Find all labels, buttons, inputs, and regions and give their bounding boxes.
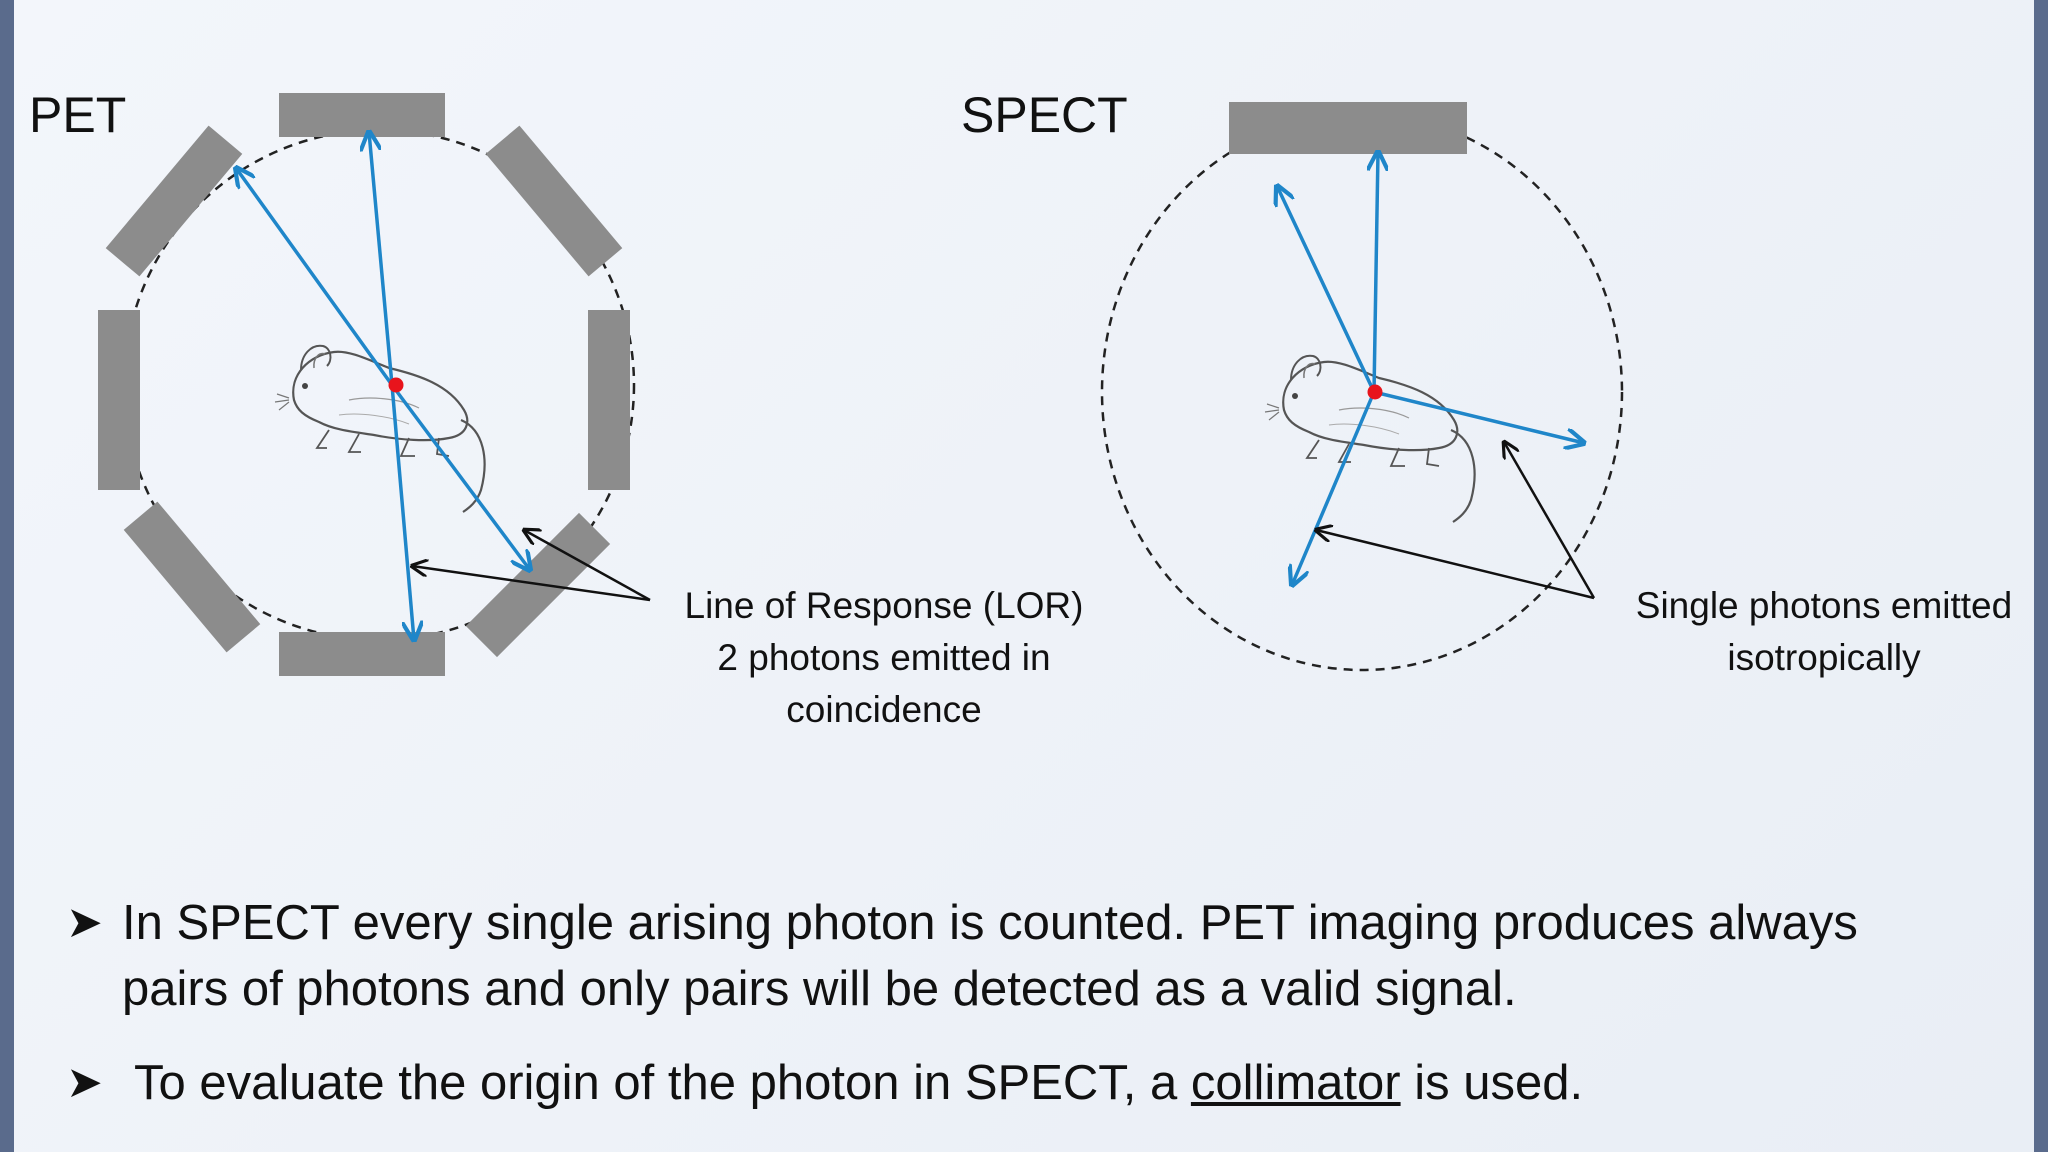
bullet-item: ➤ To evaluate the origin of the photon i… <box>66 1050 1966 1116</box>
pet-photon-arrows <box>236 132 530 640</box>
spect-source-dot <box>1367 384 1383 400</box>
pet-photon-arrow <box>390 383 530 570</box>
pet-caption-line: 2 photons emitted in <box>717 637 1051 678</box>
collimator-term: collimator <box>1190 1056 1401 1110</box>
pet-detector-block <box>279 93 445 137</box>
pet-detector-block <box>105 125 243 277</box>
bullet-item: ➤ In SPECT every single arising photon i… <box>66 890 1966 1022</box>
spect-title: SPECT <box>961 87 1128 143</box>
pet-photon-arrow <box>369 132 394 386</box>
spect-photon-arrow <box>1374 152 1378 393</box>
spect-pointer-arrow <box>1504 442 1596 599</box>
pet-detector-block <box>279 632 445 676</box>
pet-caption-line: Line of Response (LOR) <box>684 585 1084 626</box>
pet-detector-blocks <box>98 93 630 676</box>
bullet-line: In SPECT every single arising photon is … <box>122 896 1858 950</box>
diagram-canvas <box>98 93 1624 676</box>
pet-detector-block <box>123 501 261 653</box>
spect-photon-arrows <box>1277 152 1584 585</box>
pet-detector-block <box>98 310 140 490</box>
pet-caption: Line of Response (LOR) 2 photons emitted… <box>644 580 1124 736</box>
pet-pointer-arrow <box>412 566 651 602</box>
arrowhead-bullet-icon: ➤ <box>66 898 103 947</box>
spect-caption: Single photons emitted isotropically <box>1614 580 2034 684</box>
spect-caption-line: Single photons emitted <box>1635 585 2013 626</box>
pet-title: PET <box>29 87 127 143</box>
pet-detector-block <box>485 125 623 277</box>
pet-pointer-arrows <box>412 530 651 602</box>
spect-pointer-arrows <box>1316 442 1596 600</box>
spect-diagram <box>1100 102 1624 672</box>
pet-detector-block <box>588 310 630 490</box>
bullet-text: is used. <box>1400 1056 1584 1110</box>
bullet-text: To evaluate the origin of the photon in … <box>134 1056 1191 1110</box>
spect-photon-arrow <box>1292 391 1376 585</box>
pet-pointer-arrow <box>524 530 651 602</box>
pet-photon-arrow <box>236 168 394 387</box>
pet-source-dot <box>388 377 404 393</box>
slide: PET SPECT Line of Response (LOR) 2 photo… <box>14 0 2034 1152</box>
arrowhead-bullet-icon: ➤ <box>66 1058 103 1107</box>
bullet-line: pairs of photons and only pairs will be … <box>122 962 1517 1016</box>
pet-photon-arrow <box>390 384 414 640</box>
spect-pointer-arrow <box>1316 530 1595 600</box>
spect-detector-head <box>1229 102 1467 154</box>
pet-caption-line: coincidence <box>786 689 982 730</box>
spect-caption-line: isotropically <box>1727 637 1921 678</box>
pet-diagram <box>98 93 651 676</box>
spect-photon-arrow <box>1373 390 1584 443</box>
spect-photon-arrow <box>1277 186 1376 393</box>
